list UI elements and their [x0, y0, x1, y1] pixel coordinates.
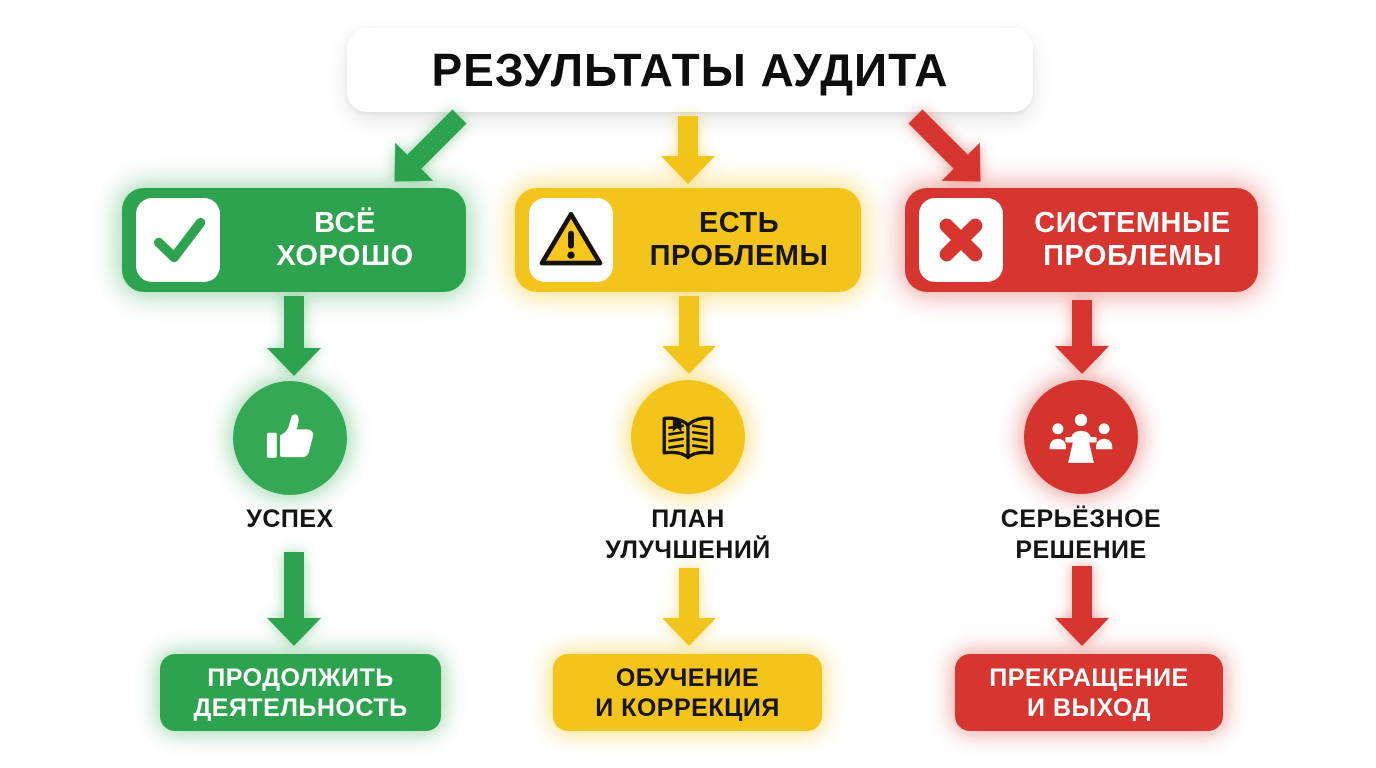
outcome-box-termination: ПРЕКРАЩЕНИЕ И ВЫХОД [955, 654, 1223, 731]
step-label-serious-decision: СЕРЬЁЗНОЕ РЕШЕНИЕ [1000, 505, 1162, 564]
page-title: РЕЗУЛЬТАТЫ АУДИТА [431, 44, 949, 96]
meeting-icon [1024, 380, 1138, 494]
status-label: ВСЁ ХОРОШО [276, 206, 414, 272]
arrow-title-to-red [896, 97, 1000, 201]
open-book-icon [631, 380, 745, 494]
outcome-label: ПРОДОЛЖИТЬ ДЕЯТЕЛЬНОСТЬ [193, 663, 408, 722]
status-box-systemic-problems: СИСТЕМНЫЕ ПРОБЛЕМЫ [905, 188, 1258, 292]
checkmark-icon [136, 198, 220, 282]
arrow-red-to-circle [1055, 300, 1109, 374]
title-card: РЕЗУЛЬТАТЫ АУДИТА [347, 28, 1033, 112]
status-box-all-good: ВСЁ ХОРОШО [122, 188, 466, 292]
arrow-title-to-green [375, 97, 478, 201]
arrow-green-to-outcome [267, 552, 321, 646]
arrow-yellow-to-outcome [662, 568, 716, 646]
arrow-green-to-circle [267, 296, 321, 376]
status-label: СИСТЕМНЫЕ ПРОБЛЕМЫ [1034, 206, 1231, 272]
outcome-label: ПРЕКРАЩЕНИЕ И ВЫХОД [989, 663, 1189, 722]
thumbs-up-icon [233, 381, 347, 495]
step-label-improvement-plan: ПЛАН УЛУЧШЕНИЙ [605, 505, 771, 564]
step-label-success: УСПЕХ [246, 505, 334, 533]
status-box-has-problems: ЕСТЬ ПРОБЛЕМЫ [515, 188, 861, 292]
arrow-title-to-yellow [661, 116, 715, 184]
outcome-label: ОБУЧЕНИЕ И КОРРЕКЦИЯ [595, 663, 780, 722]
warning-icon [529, 198, 613, 282]
arrow-red-to-outcome [1055, 566, 1109, 646]
status-label: ЕСТЬ ПРОБЛЕМЫ [649, 206, 829, 272]
arrow-yellow-to-circle [662, 296, 716, 374]
x-mark-icon [919, 198, 1003, 282]
outcome-box-continue: ПРОДОЛЖИТЬ ДЕЯТЕЛЬНОСТЬ [160, 654, 441, 731]
outcome-box-training: ОБУЧЕНИЕ И КОРРЕКЦИЯ [553, 654, 822, 731]
